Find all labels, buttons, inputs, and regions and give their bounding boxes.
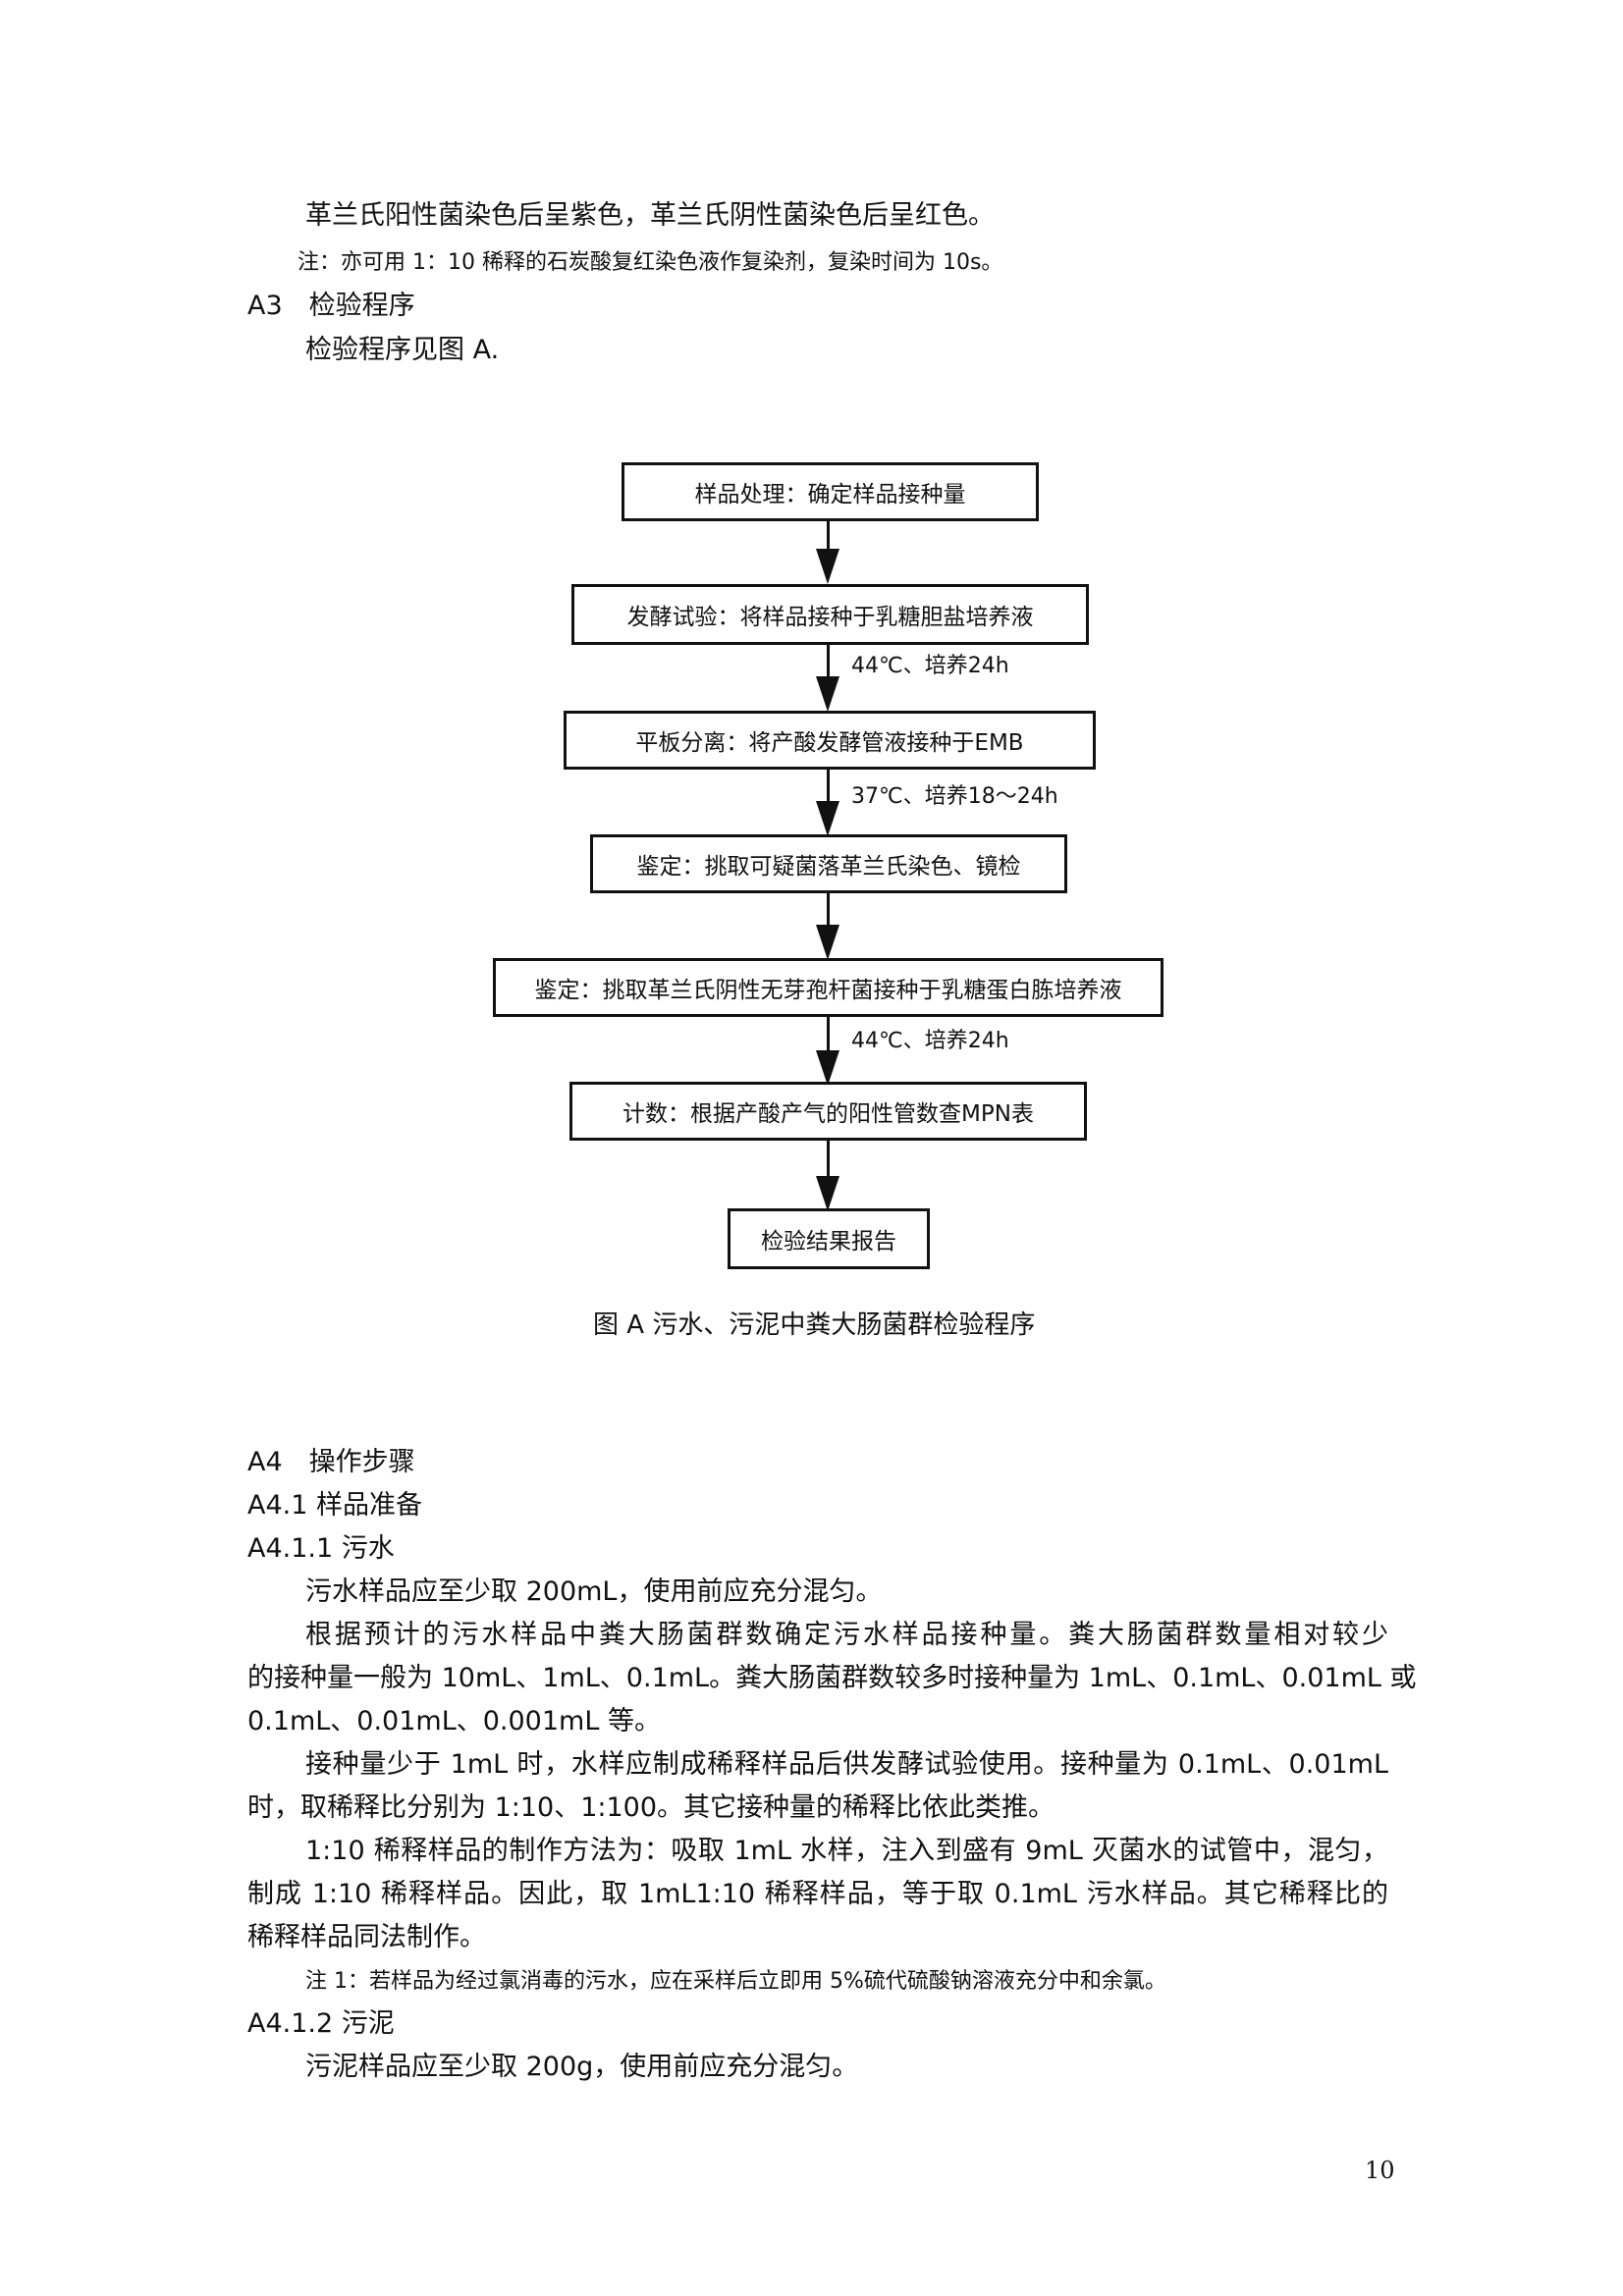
flow-connector-4	[827, 893, 830, 927]
flow-connector-5	[827, 1017, 830, 1052]
chlorine-note: 注 1：若样品为经过氯消毒的污水，应在采样后立即用 5%硫代硫酸钠溶液充分中和余…	[305, 1969, 1166, 1994]
flow-step-identification-gram: 鉴定：挑取可疑菌落革兰氏染色、镜检	[590, 834, 1067, 893]
flow-condition-3: 44℃、培养24h	[851, 1029, 1009, 1053]
flow-condition-1: 44℃、培养24h	[851, 654, 1009, 678]
flow-step-report: 检验结果报告	[728, 1208, 930, 1269]
flow-step-counting: 计数：根据产酸产气的阳性管数查MPN表	[569, 1082, 1087, 1141]
flow-arrow-down-icon	[816, 549, 839, 584]
section-a4-1-heading: A4.1 样品准备	[247, 1490, 422, 1521]
flow-connector-3	[827, 770, 830, 803]
flow-step-identification-lactose: 鉴定：挑取革兰氏阴性无芽孢杆菌接种于乳糖蛋白胨培养液	[493, 958, 1163, 1017]
section-a4-heading: A4 操作步骤	[247, 1447, 415, 1477]
paragraph-dilution-method-line: 制成 1:10 稀释样品。因此，取 1mL1:10 稀释样品，等于取 0.1mL…	[247, 1879, 1388, 1909]
paragraph-inoculum-line: 0.1mL、0.01mL、0.001mL 等。	[247, 1706, 661, 1736]
paragraph-sewage-volume: 污水样品应至少取 200mL，使用前应充分混匀。	[305, 1576, 883, 1607]
section-a4-1-1-heading: A4.1.1 污水	[247, 1533, 395, 1564]
paragraph-sludge-volume: 污泥样品应至少取 200g，使用前应充分混匀。	[305, 2052, 859, 2082]
flow-arrow-down-icon	[816, 676, 839, 712]
stain-note: 注：亦可用 1：10 稀释的石炭酸复红染色液作复染剂，复染时间为 10s。	[298, 250, 1003, 275]
flow-arrow-down-icon	[816, 925, 839, 960]
flow-arrow-down-icon	[816, 1176, 839, 1211]
flow-condition-2: 37℃、培养18～24h	[851, 784, 1058, 809]
flow-connector-6	[827, 1141, 830, 1178]
paragraph-inoculum-line: 的接种量一般为 10mL、1mL、0.1mL。粪大肠菌群数较多时接种量为 1mL…	[247, 1663, 1417, 1693]
paragraph-inoculum-line: 根据预计的污水样品中粪大肠菌群数确定污水样品接种量。粪大肠菌群数量相对较少	[305, 1620, 1388, 1650]
paragraph-dilution-method-line: 稀释样品同法制作。	[247, 1922, 486, 1952]
section-a3-text: 检验程序见图 A.	[305, 335, 500, 365]
flow-connector-2	[827, 645, 830, 678]
section-a4-1-2-heading: A4.1.2 污泥	[247, 2008, 395, 2039]
flow-connector-1	[827, 521, 830, 551]
flow-step-sample-processing: 样品处理：确定样品接种量	[622, 462, 1039, 521]
paragraph-dilution-line: 时，取稀释比分别为 1:10、1:100。其它接种量的稀释比依此类推。	[247, 1792, 1055, 1823]
gram-result-text: 革兰氏阳性菌染色后呈紫色，革兰氏阴性菌染色后呈红色。	[305, 200, 995, 231]
flow-arrow-down-icon	[816, 1050, 839, 1086]
paragraph-dilution-method-line: 1:10 稀释样品的制作方法为：吸取 1mL 水样，注入到盛有 9mL 灭菌水的…	[305, 1836, 1388, 1866]
flow-step-fermentation: 发酵试验：将样品接种于乳糖胆盐培养液	[571, 584, 1089, 645]
flow-arrow-down-icon	[816, 801, 839, 836]
section-a3-heading: A3 检验程序	[247, 291, 415, 321]
figure-caption: 图 A 污水、污泥中粪大肠菌群检验程序	[593, 1310, 1036, 1340]
flow-step-plate-isolation: 平板分离：将产酸发酵管液接种于EMB	[564, 711, 1096, 770]
page-number: 10	[1365, 2157, 1395, 2184]
paragraph-dilution-line: 接种量少于 1mL 时，水样应制成稀释样品后供发酵试验使用。接种量为 0.1mL…	[305, 1749, 1388, 1780]
